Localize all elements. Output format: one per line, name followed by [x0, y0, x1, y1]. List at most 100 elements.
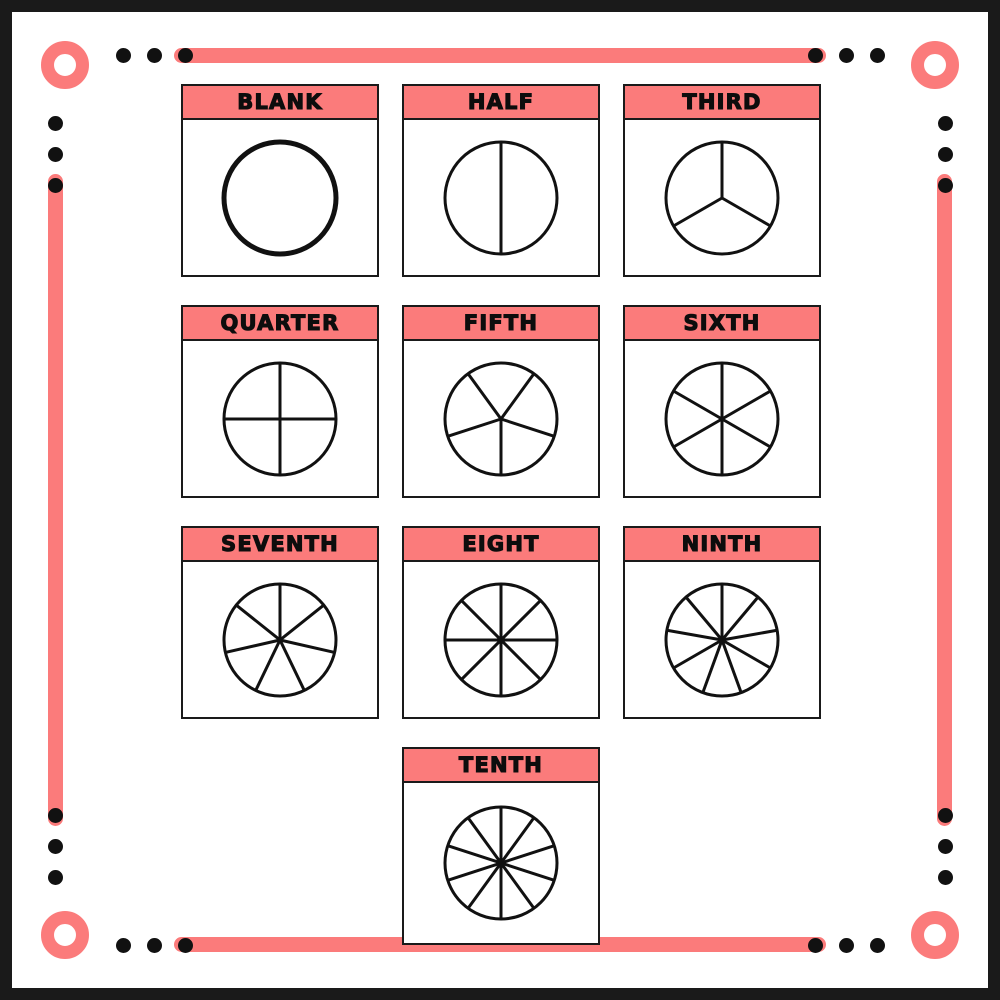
decor-dot-right-bottom [937, 807, 953, 823]
fraction-circle [443, 140, 559, 255]
corner-ring-top-left [41, 41, 89, 89]
fraction-circle [221, 139, 339, 256]
divider-line [672, 389, 772, 448]
card-title: QUARTER [220, 310, 340, 335]
decor-dot-bottom-right [807, 937, 823, 953]
card-row: BLANK HALF THIRD [181, 84, 821, 277]
divider-line [666, 628, 723, 641]
decor-dot-left-bottom [47, 838, 63, 854]
decor-dot-left-bottom [47, 869, 63, 885]
divider-line [278, 638, 306, 691]
decor-dot-right-top [937, 115, 953, 131]
divider-lines [666, 583, 778, 693]
card-body [183, 341, 377, 496]
card-title: SEVENTH [220, 531, 339, 556]
divider-lines [224, 362, 336, 475]
fraction-card-third[interactable]: THIRD [623, 84, 821, 277]
card-header: THIRD [625, 86, 819, 120]
card-header: TENTH [404, 749, 598, 783]
fraction-card-fifth[interactable]: FIFTH [402, 305, 600, 498]
card-header: SIXTH [625, 307, 819, 341]
card-body [183, 120, 377, 275]
card-row: TENTH [181, 747, 821, 945]
decor-dot-right-top [937, 146, 953, 162]
fraction-circle [664, 582, 780, 697]
fraction-card-sixth[interactable]: SIXTH [623, 305, 821, 498]
decor-dot-left-bottom [47, 807, 63, 823]
card-header: FIFTH [404, 307, 598, 341]
card-header: NINTH [625, 528, 819, 562]
divider-line [721, 638, 772, 669]
decor-dot-top-right [869, 47, 885, 63]
fraction-card-half[interactable]: HALF [402, 84, 600, 277]
card-body [183, 562, 377, 717]
circle-outline [221, 139, 339, 256]
card-title: EIGHT [462, 531, 540, 556]
fraction-card-ninth[interactable]: NINTH [623, 526, 821, 719]
divider-line [499, 372, 536, 420]
corner-ring-bottom-right [911, 911, 959, 959]
fraction-circle [222, 582, 338, 697]
divider-line [720, 595, 760, 641]
divider-line [235, 603, 281, 641]
decor-dot-top-left [146, 47, 162, 63]
card-body [404, 783, 598, 943]
decor-dot-bottom-left [146, 937, 162, 953]
decor-dot-top-right [838, 47, 854, 63]
decor-dot-top-left [115, 47, 131, 63]
fraction-card-tenth[interactable]: TENTH [402, 747, 600, 945]
card-title: TENTH [458, 752, 544, 777]
divider-lines [445, 583, 557, 696]
card-body [625, 341, 819, 496]
divider-lines [447, 372, 555, 475]
accent-bar-left [48, 174, 63, 826]
divider-lines [447, 807, 555, 919]
fraction-circle [222, 361, 338, 476]
divider-lines [225, 583, 335, 691]
fraction-circle [664, 140, 780, 255]
accent-bar-top [174, 48, 826, 63]
card-header: HALF [404, 86, 598, 120]
decor-dot-left-top [47, 177, 63, 193]
decor-dot-right-top [937, 177, 953, 193]
card-row: QUARTER FIFTH SIXTH [181, 305, 821, 498]
decor-dot-bottom-right [869, 937, 885, 953]
divider-line [466, 372, 503, 420]
decor-dot-left-top [47, 146, 63, 162]
corner-ring-top-right [911, 41, 959, 89]
divider-line [720, 638, 743, 693]
card-title: BLANK [237, 89, 323, 114]
decor-dot-top-right [807, 47, 823, 63]
card-header: EIGHT [404, 528, 598, 562]
divider-lines [672, 141, 772, 227]
divider-line [279, 603, 325, 641]
fraction-card-grid: BLANK HALF THIRD QUARTER FIFTH SIXTH SEVENTH EI… [181, 84, 821, 973]
card-title: NINTH [681, 531, 763, 556]
divider-line [500, 417, 555, 438]
accent-bar-right [937, 174, 952, 826]
card-header: SEVENTH [183, 528, 377, 562]
fraction-circle [443, 361, 559, 476]
divider-line [684, 595, 724, 641]
decor-dot-bottom-left [115, 937, 131, 953]
divider-line [701, 638, 724, 693]
fraction-card-seventh[interactable]: SEVENTH [181, 526, 379, 719]
decor-dot-top-left [177, 47, 193, 63]
divider-line [721, 196, 772, 227]
divider-line [466, 816, 536, 910]
divider-line [447, 417, 502, 438]
fraction-card-blank[interactable]: BLANK [181, 84, 379, 277]
card-body [404, 341, 598, 496]
card-header: QUARTER [183, 307, 377, 341]
fraction-card-quarter[interactable]: QUARTER [181, 305, 379, 498]
decor-dot-bottom-right [838, 937, 854, 953]
divider-lines [672, 362, 772, 475]
decor-dot-left-top [47, 115, 63, 131]
card-body [625, 562, 819, 717]
fraction-card-eight[interactable]: EIGHT [402, 526, 600, 719]
divider-line [672, 196, 723, 227]
fraction-circle [443, 805, 559, 921]
decor-dot-right-bottom [937, 838, 953, 854]
divider-line [672, 638, 723, 669]
